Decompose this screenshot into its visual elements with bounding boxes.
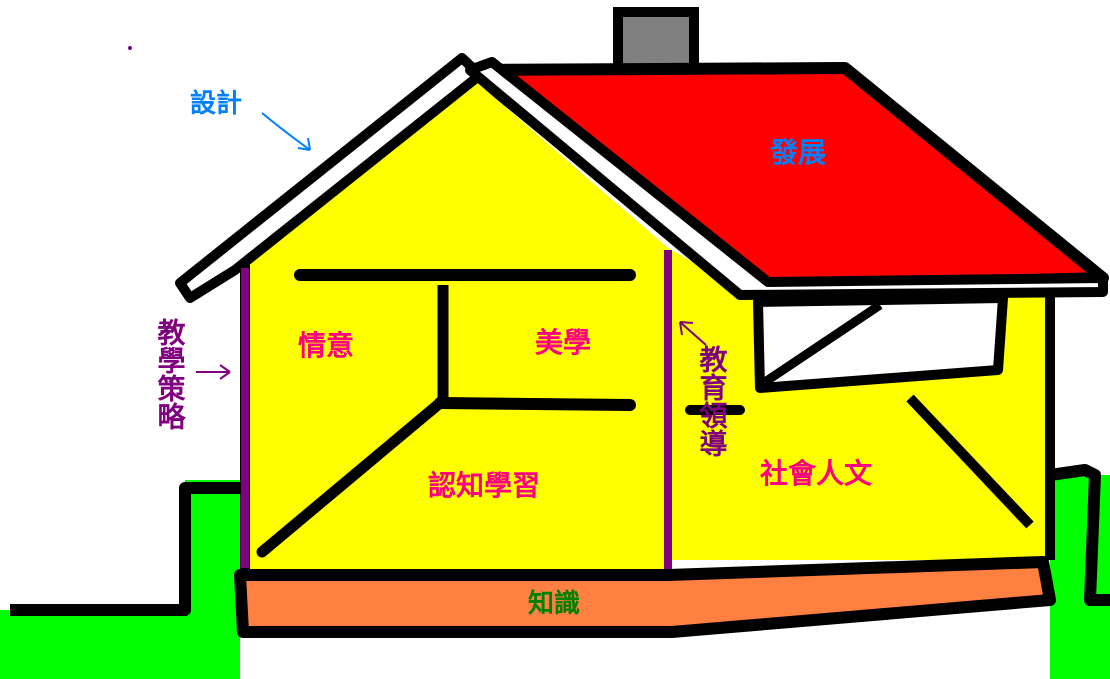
wall-line	[906, 394, 1034, 529]
label-teaching-strategy: 教學策略	[154, 318, 187, 430]
roof-trim-left	[175, 53, 485, 303]
wall-line	[256, 397, 446, 558]
label-emotion: 情意	[298, 329, 354, 362]
ground	[0, 475, 1110, 679]
teaching-strategy-arrow-icon	[196, 364, 231, 380]
label-knowledge: 知識	[528, 589, 580, 619]
label-social-humanities: 社會人文	[760, 457, 872, 490]
wall-line	[434, 397, 636, 411]
window	[753, 293, 1008, 393]
ground-outline	[10, 482, 240, 616]
label-cognitive-learning: 認知學習	[428, 469, 540, 502]
main-wall	[245, 72, 668, 575]
label-aesthetics: 美學	[535, 326, 591, 359]
window-line	[762, 301, 883, 386]
label-educational-leadership: 教育領導	[696, 345, 729, 457]
roof-trim-right	[465, 57, 1108, 300]
label-design: 設計	[190, 88, 242, 119]
leadership-arrow-icon	[679, 321, 707, 346]
design-arrow-icon	[261, 112, 311, 151]
foundation	[234, 556, 1056, 638]
dot	[128, 46, 132, 50]
ground-outline-right	[1049, 464, 1110, 606]
label-development: 發展	[769, 136, 826, 169]
